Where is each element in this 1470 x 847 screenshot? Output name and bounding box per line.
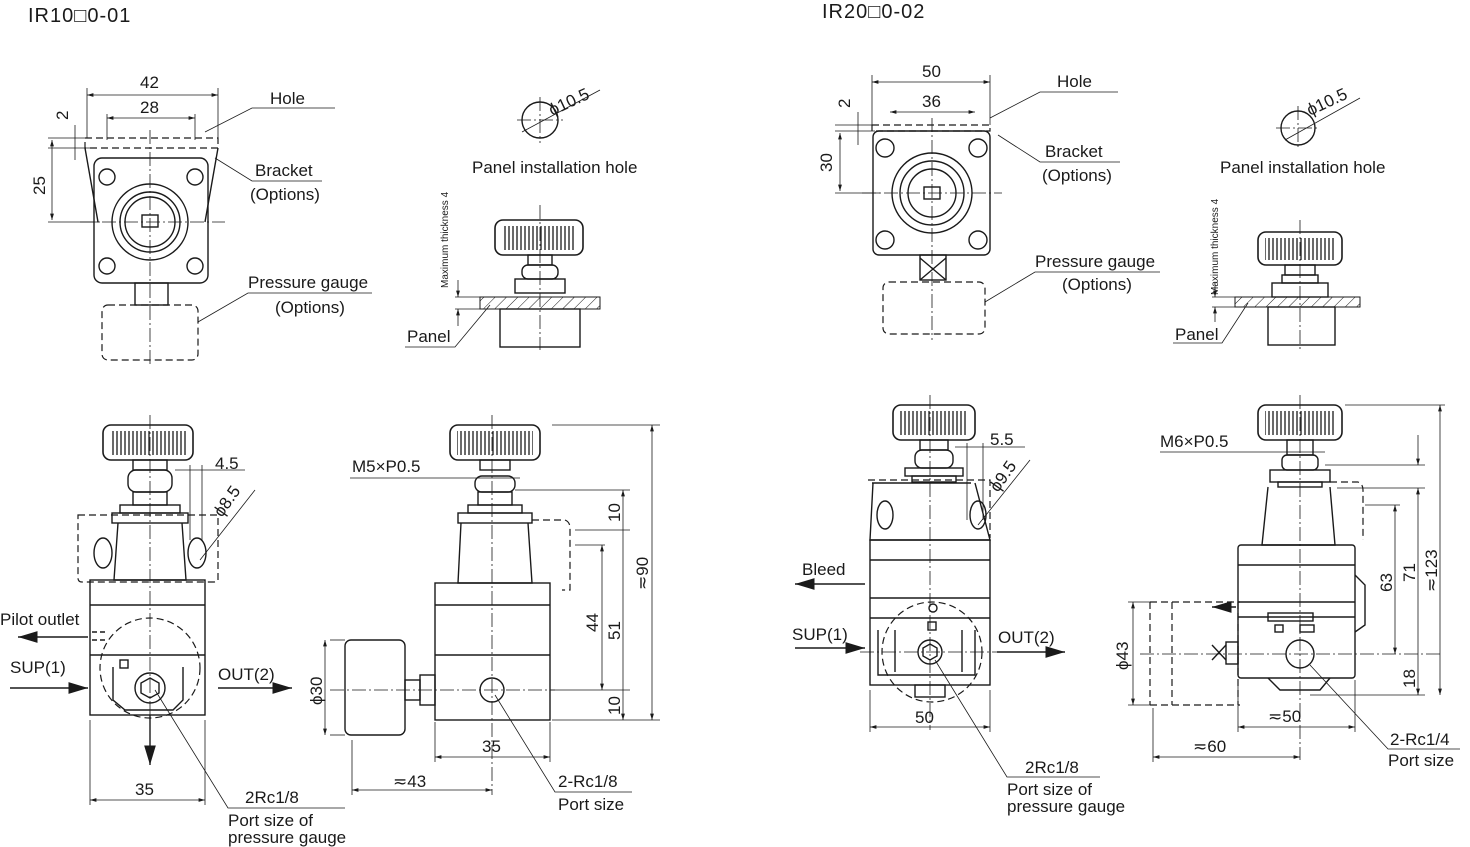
label-hole: Hole — [270, 89, 305, 108]
dim-30-top: 30 — [817, 153, 836, 172]
label-port-size-r: Port size — [1388, 751, 1454, 770]
ir20-panel-view — [1173, 97, 1361, 350]
label-gauge-port-desc1: Port size of — [228, 811, 313, 830]
ir20-bottom-side-view — [1128, 395, 1460, 762]
dim-35-front: 35 — [135, 780, 154, 799]
dim-42: 42 — [140, 73, 159, 92]
model-title-ir20: IR20□0-02 — [822, 1, 925, 23]
dim-43: ≂43 — [393, 772, 426, 791]
dim-60: ≂60 — [1193, 737, 1226, 756]
model-title-ir10: IR10□0-01 — [28, 5, 131, 27]
label-max-thickness: Maximum thickness 4 — [440, 191, 451, 288]
dim-4-5: 4.5 — [215, 454, 239, 473]
label-pilot-outlet: Pilot outlet — [0, 610, 80, 629]
label-pressure-gauge: Pressure gauge — [248, 273, 368, 292]
dim-50-front: 50 — [915, 708, 934, 727]
dim-18: 18 — [1400, 669, 1419, 688]
dim-123: ≂123 — [1422, 549, 1441, 592]
dim-panel-hole-dia-r: ϕ10.5 — [1304, 84, 1351, 119]
dim-dia-9-5: ϕ9.5 — [986, 457, 1021, 495]
ir20-top-front-view — [835, 75, 1160, 340]
dim-gauge-dia-43: ϕ43 — [1113, 642, 1132, 670]
dim-36: 36 — [922, 92, 941, 111]
dim-90: ≂90 — [633, 557, 652, 590]
dim-panel-hole-dia: ϕ10.5 — [546, 84, 593, 119]
label-port-size: Port size — [558, 795, 624, 814]
label-gauge-port-desc2: pressure gauge — [228, 828, 346, 847]
label-gauge-port-desc2-r: pressure gauge — [1007, 797, 1125, 816]
label-sup-r: SUP(1) — [792, 625, 848, 644]
label-port-rc18: 2-Rc1/8 — [558, 772, 618, 791]
label-gauge-port: 2Rc1/8 — [245, 788, 299, 807]
label-max-thickness-r: Maximum thickness 4 — [1210, 198, 1221, 295]
dim-51: 51 — [605, 621, 624, 640]
ir10-bottom-front-view — [10, 415, 345, 809]
label-port-rc14: 2-Rc1/4 — [1390, 730, 1450, 749]
dim-5-5: 5.5 — [990, 430, 1014, 449]
label-bracket-options: (Options) — [250, 185, 320, 204]
dim-63: 63 — [1377, 573, 1396, 592]
dim-50-top: 50 — [922, 62, 941, 81]
label-gauge-port-desc1-r: Port size of — [1007, 780, 1092, 799]
dim-2-r: 2 — [835, 99, 854, 108]
ir20-bottom-front-view — [795, 395, 1100, 778]
dim-71: 71 — [1400, 563, 1419, 582]
dim-10-top: 10 — [605, 503, 624, 522]
label-thread-m5: M5×P0.5 — [352, 457, 421, 476]
label-bracket: Bracket — [255, 161, 313, 180]
dim-25: 25 — [30, 176, 49, 195]
label-bracket-r: Bracket — [1045, 142, 1103, 161]
label-bracket-options-r: (Options) — [1042, 166, 1112, 185]
dim-gauge-dia-30: ϕ30 — [307, 677, 326, 705]
label-panel: Panel — [407, 327, 450, 346]
label-out-r: OUT(2) — [998, 628, 1055, 647]
label-sup: SUP(1) — [10, 658, 66, 677]
dim-35-side: 35 — [482, 737, 501, 756]
dim-44: 44 — [583, 613, 602, 632]
dim-10-bottom: 10 — [605, 696, 624, 715]
label-panel-installation-hole-r: Panel installation hole — [1220, 158, 1385, 177]
label-gauge-options-r: (Options) — [1062, 275, 1132, 294]
ir10-top-front-view — [48, 88, 372, 365]
ir10-bottom-side-view — [323, 415, 660, 795]
label-bleed: Bleed — [802, 560, 845, 579]
label-thread-m6: M6×P0.5 — [1160, 432, 1229, 451]
label-gauge-options: (Options) — [275, 298, 345, 317]
label-panel-installation-hole: Panel installation hole — [472, 158, 637, 177]
label-panel-r: Panel — [1175, 325, 1218, 344]
label-pressure-gauge-r: Pressure gauge — [1035, 252, 1155, 271]
label-out: OUT(2) — [218, 665, 275, 684]
dim-50-side: ≂50 — [1268, 707, 1301, 726]
ir10-panel-view — [405, 89, 601, 350]
label-hole-r: Hole — [1057, 72, 1092, 91]
dim-2: 2 — [53, 111, 72, 120]
label-gauge-port-r: 2Rc1/8 — [1025, 758, 1079, 777]
dim-28: 28 — [140, 98, 159, 117]
